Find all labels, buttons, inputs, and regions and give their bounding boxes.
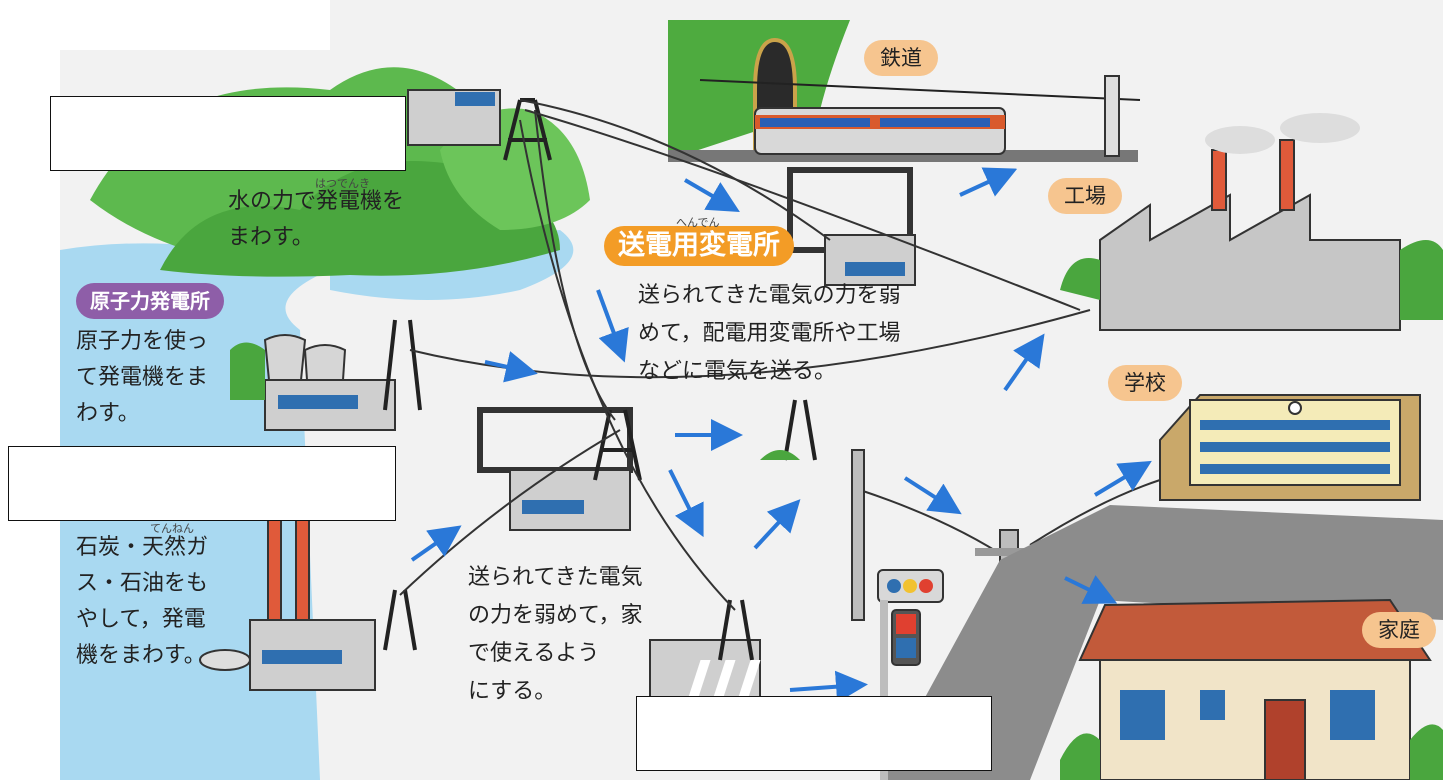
substation-building (824, 234, 916, 286)
nuclear-text-3: わす。 (76, 401, 140, 426)
thermal-text-3: やして，発電 (76, 607, 206, 632)
hydro-text-2: まわす。 (228, 225, 314, 250)
trans-text-1: 送られてきた電気の力を弱 (638, 283, 901, 308)
ruby-tennen: てんねん (150, 522, 194, 535)
chimney-2 (295, 519, 310, 631)
label-railway: 鉄道 (864, 40, 938, 76)
pylon-4 (783, 399, 817, 461)
ruby-hendenn: へんでん (676, 216, 720, 229)
label-nuclear-plant: 原子力発電所 (76, 283, 224, 319)
pylon-5 (383, 589, 417, 651)
pylon-1 (503, 98, 552, 161)
chimney-1 (267, 519, 282, 631)
nuclear-text-1: 原子力を使っ (76, 329, 209, 354)
house-roof (1078, 598, 1432, 661)
dist-text-2: の力を弱めて，家 (468, 603, 643, 628)
pylon-3 (593, 409, 642, 481)
label-factory: 工場 (1048, 178, 1122, 214)
blank-box-distribution (636, 696, 992, 771)
thermal-text-2: ス・石油をも (76, 571, 209, 596)
crosswalk (685, 660, 761, 705)
house-door (1264, 699, 1306, 780)
pylon-2 (383, 319, 422, 411)
trans-text-2: めて，配電用変電所や工場 (638, 321, 901, 346)
flow-arrows (410, 167, 1152, 703)
factory-building (1099, 193, 1401, 331)
ruby-hatsudenki: はつでんき (315, 177, 370, 190)
thermal-text-4: 機をまわす。 (76, 643, 206, 668)
label-school: 学校 (1108, 365, 1182, 401)
utility-pole-1 (851, 449, 865, 621)
pylon-6 (718, 599, 754, 661)
nuclear-text-2: て発電機をま (76, 365, 209, 390)
thermal-text-1: 石炭・天然ガ (76, 535, 209, 560)
label-home: 家庭 (1362, 612, 1436, 648)
train (754, 107, 1006, 155)
dist-text-3: で使えるよう (468, 641, 600, 666)
trans-text-3: などに電気を送る。 (638, 359, 837, 384)
power-lines (399, 99, 1161, 611)
dist-text-1: 送られてきた電気 (468, 565, 643, 590)
dist-text-4: にする。 (468, 679, 557, 704)
blank-box-thermal (8, 446, 396, 521)
road (880, 505, 1443, 780)
label-transmission-substation: 送電用変電所 (604, 226, 794, 266)
blank-box-hydro (50, 96, 406, 171)
hydro-text-1: 水の力で発電機を (228, 189, 405, 214)
